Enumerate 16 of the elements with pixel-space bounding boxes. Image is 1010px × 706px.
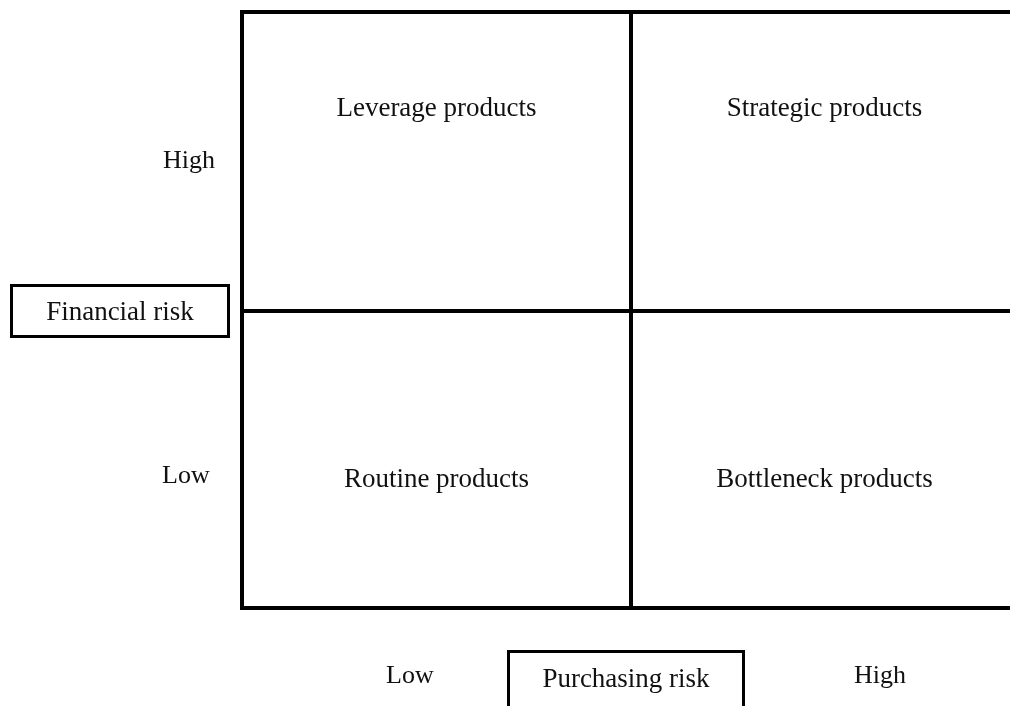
axis-title-box bbox=[507, 650, 745, 706]
quadrant-cell bbox=[240, 10, 631, 311]
axis-level-label: Low bbox=[386, 660, 434, 690]
quadrant-title: Bottleneck products bbox=[716, 463, 933, 495]
axis-level-label: High bbox=[854, 660, 906, 690]
quadrant-cell bbox=[240, 311, 631, 610]
axis-title-box bbox=[10, 284, 230, 338]
quadrant-cell bbox=[631, 311, 1010, 610]
axis-level-label: High bbox=[163, 145, 215, 175]
axis-level-label: Low bbox=[162, 460, 210, 490]
quadrant-title: Routine products bbox=[343, 463, 530, 495]
axis-title: Purchasing risk bbox=[542, 663, 710, 694]
quadrant-title: Strategic products bbox=[726, 92, 923, 124]
axis-title: Financial risk bbox=[46, 295, 194, 327]
quadrant-cell bbox=[631, 10, 1010, 311]
quadrant-title: Leverage products bbox=[336, 92, 537, 124]
